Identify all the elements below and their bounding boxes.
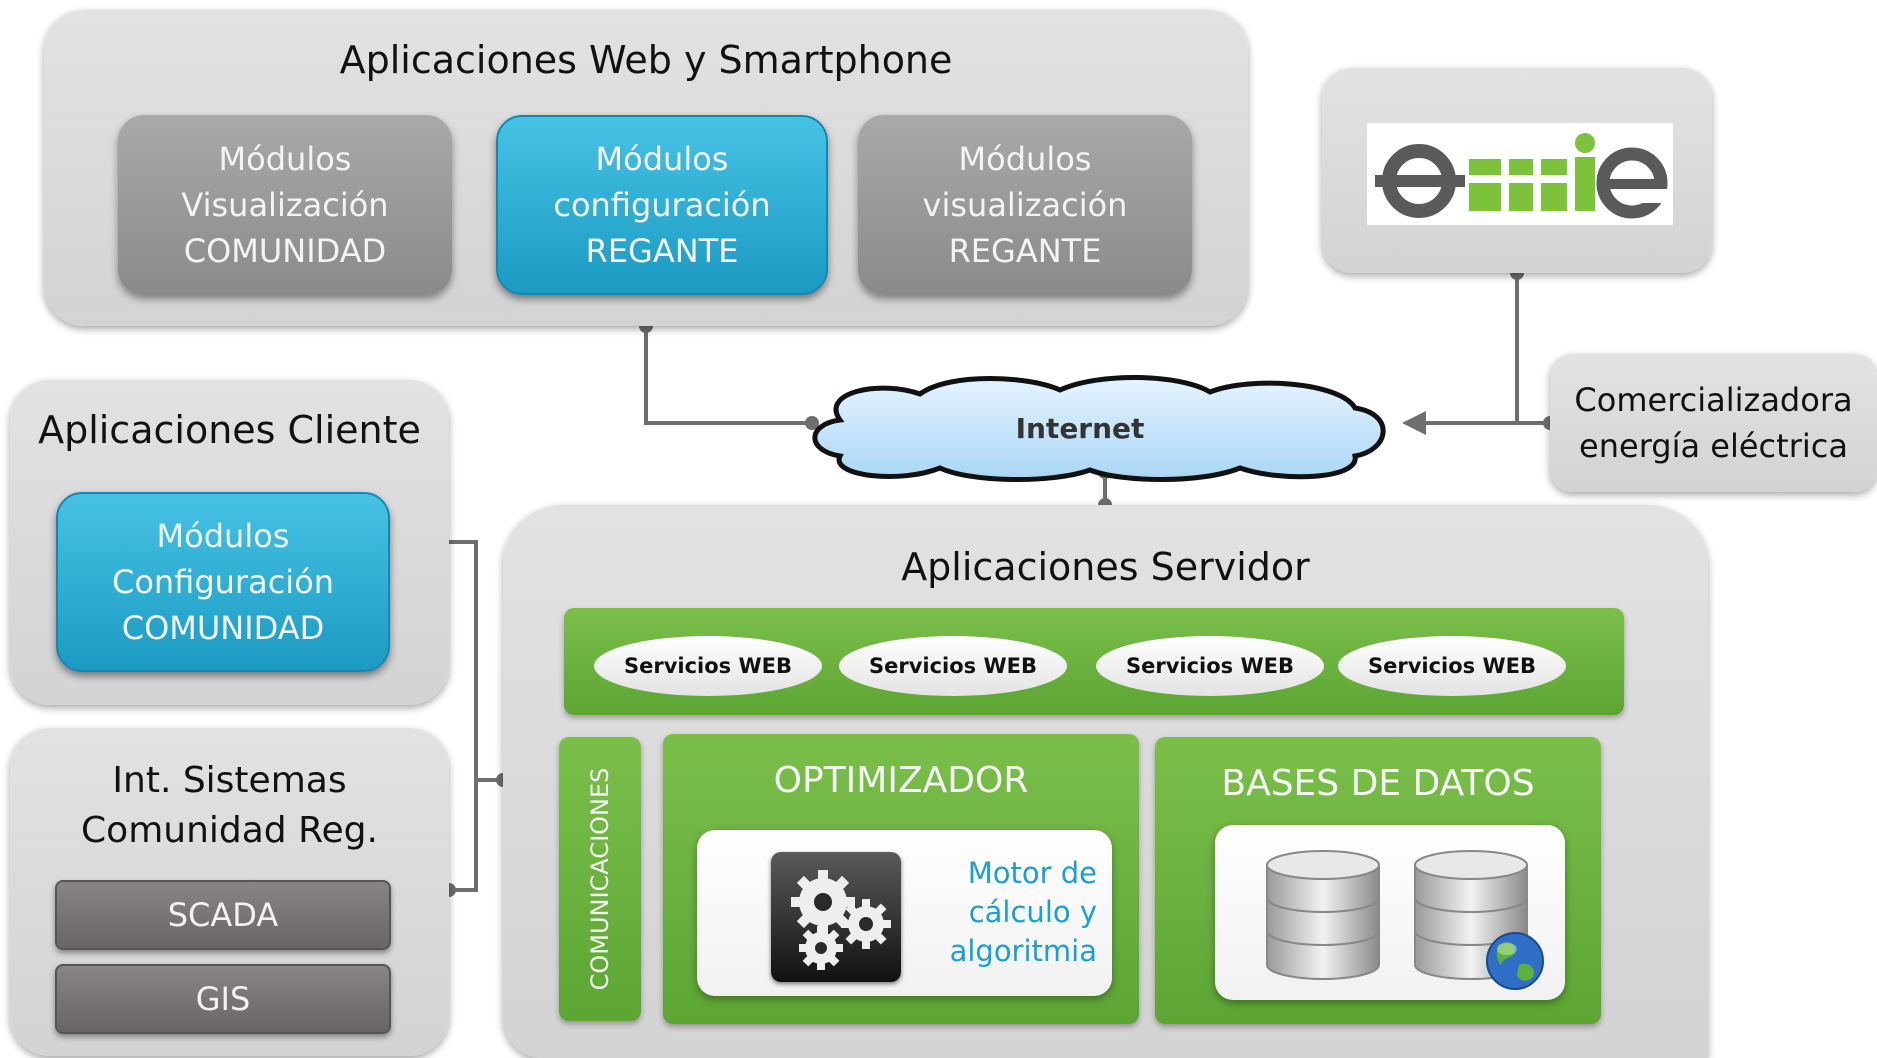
gis-button[interactable]: GIS: [55, 964, 391, 1034]
arrow-head-icon: [1402, 411, 1426, 435]
web-apps-title: Aplicaciones Web y Smartphone: [339, 38, 953, 82]
omie-logo: [1367, 123, 1673, 225]
internet-cloud: [812, 374, 1386, 483]
web-service-1[interactable]: Servicios WEB: [594, 636, 822, 696]
comercializadora-box: Comercializadora energía eléctrica: [1550, 354, 1877, 492]
web-apps-panel: Aplicaciones Web y Smartphone Módulos Vi…: [44, 10, 1248, 326]
database-icon: [1266, 850, 1380, 980]
web-service-4[interactable]: Servicios WEB: [1338, 636, 1566, 696]
comunicaciones-bar: COMUNICACIONES: [559, 737, 641, 1021]
web-service-2[interactable]: Servicios WEB: [839, 636, 1067, 696]
globe-icon: [1486, 932, 1544, 990]
gis-label: GIS: [195, 980, 251, 1018]
module-label: Módulos configuración REGANTE: [553, 140, 771, 270]
client-apps-panel: Aplicaciones Cliente Módulos Configuraci…: [10, 380, 449, 705]
module-label: Módulos visualización REGANTE: [922, 140, 1128, 270]
int-sistemas-title: Int. Sistemas Comunidad Reg.: [81, 760, 378, 851]
scada-button[interactable]: SCADA: [55, 880, 391, 950]
module-visualizacion-comunidad[interactable]: Módulos Visualización COMUNIDAD: [118, 115, 452, 295]
web-services-strip: Servicios WEB Servicios WEB Servicios WE…: [564, 608, 1624, 715]
web-service-3[interactable]: Servicios WEB: [1096, 636, 1324, 696]
omie-to-internet-line: [1418, 273, 1519, 425]
omie-panel: [1322, 68, 1712, 273]
gears-icon: [771, 852, 901, 982]
module-visualizacion-regante[interactable]: Módulos visualización REGANTE: [858, 115, 1192, 295]
internet-label: Internet: [1015, 412, 1145, 445]
scada-label: SCADA: [167, 896, 279, 934]
module-label: Módulos Configuración COMUNIDAD: [111, 517, 335, 647]
int-sistemas-panel: Int. Sistemas Comunidad Reg. SCADA GIS: [10, 728, 449, 1056]
comunicaciones-label: COMUNICACIONES: [586, 767, 614, 991]
optimizador-title: OPTIMIZADOR: [773, 760, 1029, 801]
motor-text: Motor de cálculo y algoritmia: [949, 856, 1097, 968]
comercializadora-label: Comercializadora energía eléctrica: [1574, 381, 1853, 465]
web-to-internet-line: [644, 326, 812, 425]
motor-box: Motor de cálculo y algoritmia: [697, 830, 1112, 996]
optimizador-box: OPTIMIZADOR: [663, 734, 1139, 1024]
cliente-bus-line: [449, 540, 478, 892]
bases-datos-box: BASES DE DATOS: [1155, 737, 1601, 1024]
module-configuracion-comunidad[interactable]: Módulos Configuración COMUNIDAD: [56, 492, 390, 672]
omie-logo-icon: [1375, 133, 1668, 219]
module-label: Módulos Visualización COMUNIDAD: [181, 140, 389, 270]
server-apps-panel: Aplicaciones Servidor Servicios WEB Serv…: [503, 505, 1708, 1058]
databases-box: [1215, 825, 1565, 1000]
module-configuracion-regante[interactable]: Módulos configuración REGANTE: [496, 115, 828, 295]
client-apps-title: Aplicaciones Cliente: [38, 408, 421, 452]
server-apps-title: Aplicaciones Servidor: [901, 545, 1310, 589]
bases-datos-title: BASES DE DATOS: [1221, 763, 1535, 804]
